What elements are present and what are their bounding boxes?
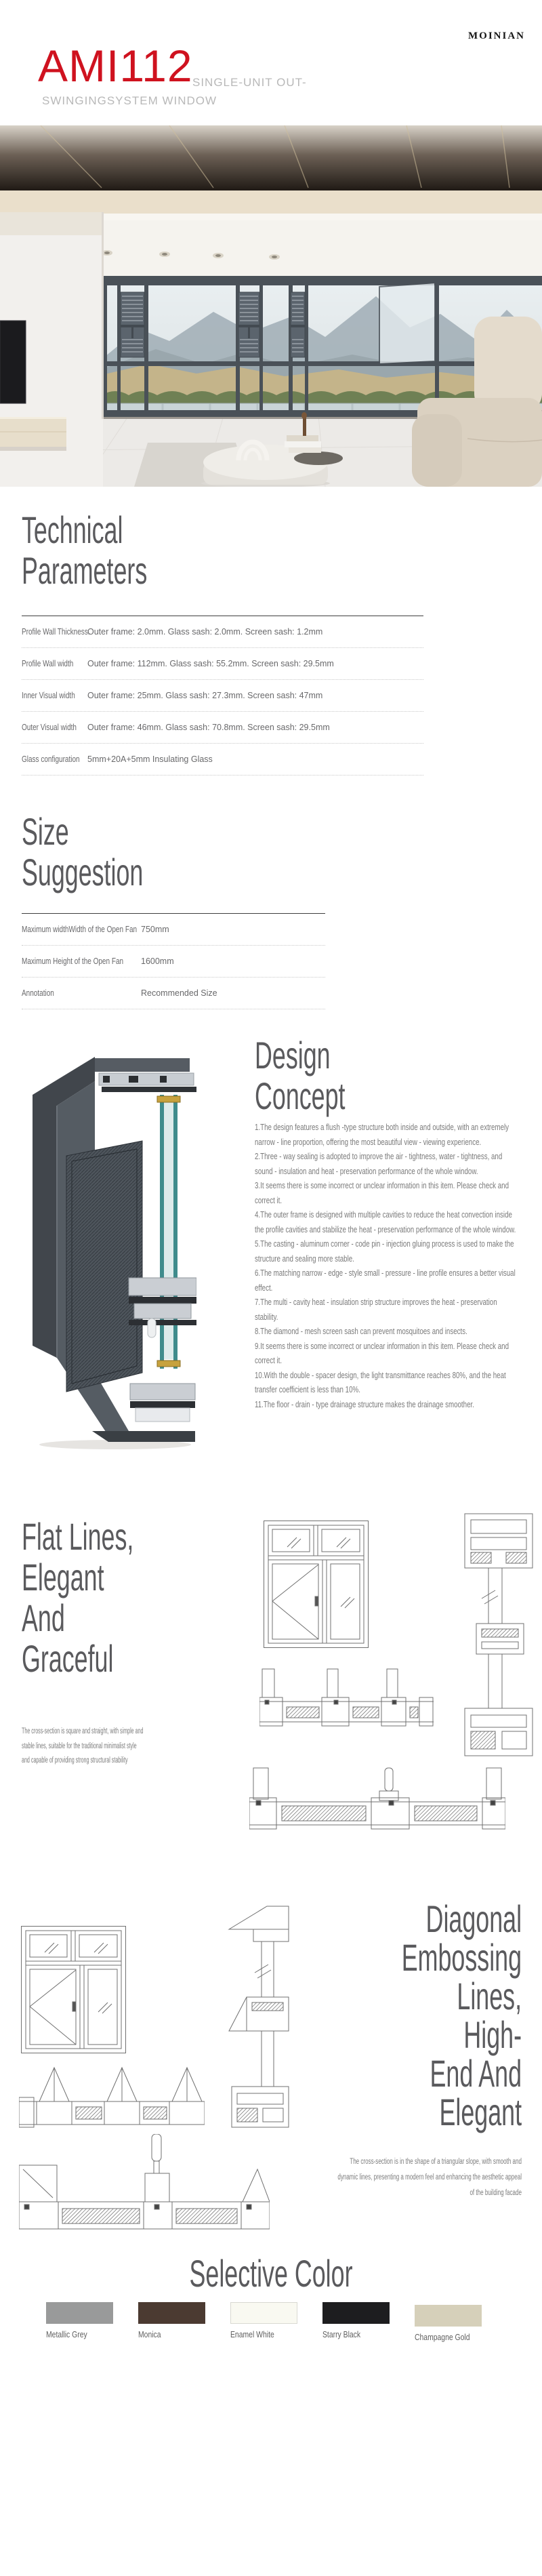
swatch-chip — [46, 2302, 113, 2324]
row-value: 1600mm — [141, 957, 174, 966]
row-label: Maximum Height of the Open Fan — [22, 957, 124, 966]
drawing-horizontal-section-3 — [19, 2066, 205, 2128]
table-row: Outer Visual width Outer frame: 46mm. Gl… — [22, 712, 423, 744]
table-row: Maximum widthWidth of the Open Fan 750mm — [22, 914, 325, 946]
swatch-chip — [415, 2305, 482, 2327]
design-concept-item: 7.The multi - cavity heat - insulation s… — [255, 1297, 497, 1322]
design-concept-item: 6.The matching narrow - edge - style sma… — [255, 1268, 516, 1293]
design-concept-item: 10.With the double - spacer design, the … — [255, 1369, 506, 1395]
design-concept-item: 5.The casting - aluminum corner - code p… — [255, 1239, 514, 1264]
louver-screens — [120, 291, 306, 358]
row-label: Glass configuration — [22, 754, 80, 764]
design-concept-item: 8.The diamond - mesh screen sash can pre… — [255, 1326, 467, 1336]
design-concept-item: 4.The outer frame is designed with multi… — [255, 1209, 516, 1234]
diagonal-title: Diagonal Embossing Lines, High- End And … — [401, 1897, 522, 2133]
diagonal-paragraph: The cross-section is in the shape of a t… — [337, 2158, 522, 2197]
row-value: 5mm+20A+5mm Insulating Glass — [87, 754, 213, 764]
swatch-chip — [322, 2302, 390, 2324]
drawing-window-elevation-1 — [264, 1521, 369, 1648]
product-model: AMI112 — [38, 41, 193, 91]
row-value: Outer frame: 25mm. Glass sash: 27.3mm. S… — [87, 691, 323, 700]
drawing-horizontal-section-2 — [249, 1767, 505, 1830]
swatch-label: Metallic Grey — [46, 2329, 87, 2339]
product-subtitle-line1: SINGLE-UNIT OUT- — [192, 76, 307, 89]
technical-parameters-table: Profile Wall Thickness. Outer frame: 2.0… — [22, 616, 423, 776]
row-label: Outer Visual width — [22, 723, 77, 732]
table-row: Inner Visual width Outer frame: 25mm. Gl… — [22, 680, 423, 712]
profile-3d-render — [33, 1057, 196, 1449]
flat-lines-paragraph: The cross-section is square and straight… — [22, 1727, 144, 1765]
swatch-label: Enamel White — [230, 2329, 274, 2339]
color-swatch: Monica — [138, 2302, 206, 2339]
drawing-vertical-section-2 — [228, 1906, 289, 2128]
hero-image — [0, 125, 542, 487]
design-concept-title: Design Concept — [255, 1034, 346, 1117]
row-value: Outer frame: 112mm. Glass sash: 55.2mm. … — [87, 659, 334, 668]
swatch-chip — [138, 2302, 205, 2324]
color-swatch: Enamel White — [230, 2302, 298, 2339]
table-row: Profile Wall Thickness. Outer frame: 2.0… — [22, 616, 423, 648]
row-value: Recommended Size — [141, 988, 217, 998]
flat-lines-title: Flat Lines, Elegant And Graceful — [22, 1515, 134, 1680]
drawing-horizontal-section-1 — [259, 1668, 434, 1727]
drawing-horizontal-section-4 — [19, 2134, 270, 2230]
drawing-window-elevation-2 — [21, 1926, 126, 2053]
row-label: Profile Wall Thickness. — [22, 627, 90, 637]
swatch-label: Starry Black — [322, 2329, 361, 2339]
table-row: Profile Wall width Outer frame: 112mm. G… — [22, 648, 423, 680]
selective-color-title: Selective Color — [189, 2252, 353, 2295]
table-row: Glass configuration 5mm+20A+5mm Insulati… — [22, 744, 423, 776]
color-swatch: Starry Black — [322, 2302, 390, 2339]
design-concept-item: 9.It seems there is some incorrect or un… — [255, 1340, 509, 1366]
brand-logo: MOINIAN — [468, 31, 525, 41]
design-concept-item: 11.The floor - drain - type drainage str… — [255, 1398, 474, 1409]
row-label: Annotation — [22, 988, 54, 998]
design-concept-item: 1.The design features a flush -type stru… — [255, 1122, 509, 1147]
coffee-table — [201, 412, 343, 487]
ceiling-spotlights — [102, 250, 280, 260]
size-suggestion-table: Maximum widthWidth of the Open Fan 750mm… — [22, 913, 325, 1009]
technical-parameters-title: Technical Parameters — [22, 508, 148, 592]
sofa — [412, 317, 542, 487]
color-swatch: Champagne Gold — [415, 2305, 482, 2342]
table-row: Annotation Recommended Size — [22, 978, 325, 1009]
size-suggestion-title: Size Suggestion — [22, 810, 144, 893]
row-label: Profile Wall width — [22, 659, 74, 668]
left-wall — [0, 212, 104, 487]
product-subtitle-line2: SWINGINGSYSTEM WINDOW — [42, 94, 217, 107]
design-concept-item: 3.It seems there is some incorrect or un… — [255, 1180, 509, 1205]
table-row: Maximum Height of the Open Fan 1600mm — [22, 946, 325, 978]
swatch-label: Champagne Gold — [415, 2332, 470, 2342]
row-label: Inner Visual width — [22, 691, 75, 700]
swatch-label: Monica — [138, 2329, 161, 2339]
row-value: 750mm — [141, 925, 169, 934]
row-value: Outer frame: 46mm. Glass sash: 70.8mm. S… — [87, 723, 330, 732]
design-concept-item: 2.Three - way sealing is adopted to impr… — [255, 1151, 503, 1176]
color-swatch: Metallic Grey — [46, 2302, 114, 2339]
drawing-vertical-section-1 — [464, 1513, 533, 1756]
row-label: Maximum widthWidth of the Open Fan — [22, 925, 138, 934]
swatch-chip — [230, 2302, 297, 2324]
row-value: Outer frame: 2.0mm. Glass sash: 2.0mm. S… — [87, 627, 323, 637]
design-concept-text: 1.The design features a flush -type stru… — [255, 1120, 516, 1411]
